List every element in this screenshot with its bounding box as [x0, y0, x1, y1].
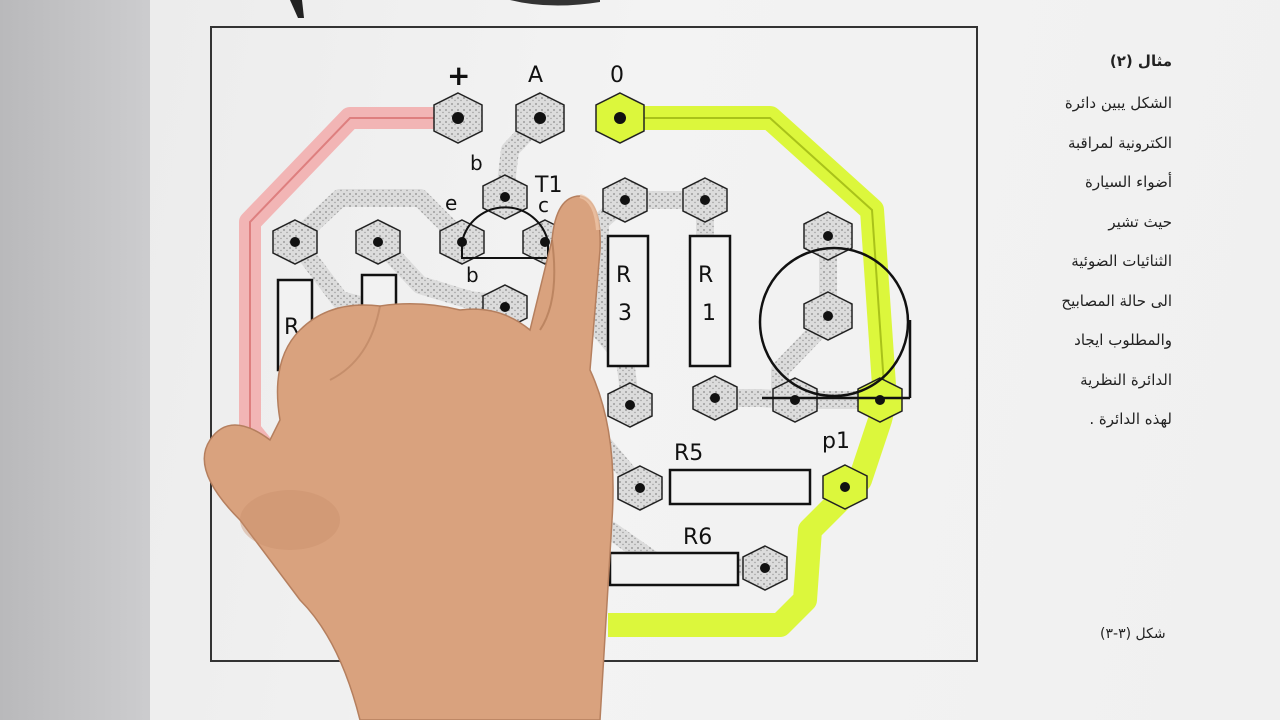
figure-caption: شكل (٣-٣)	[1100, 626, 1166, 642]
description-line: أضواء السيارة	[1085, 173, 1172, 191]
pointing-hand	[203, 194, 614, 720]
terminal-a-label: A	[528, 63, 543, 88]
description-line: لهذه الدائرة .	[1089, 410, 1172, 428]
description-line: الكترونية لمراقبة	[1067, 133, 1172, 152]
transistor-t1-outline	[461, 206, 549, 259]
pin-b-top-label: b	[470, 151, 483, 175]
resistor-r5-label: R5	[674, 441, 703, 466]
pin-b-mid-label: b	[466, 263, 479, 287]
pin-c-top-label: c	[538, 193, 549, 217]
resistor-left-label: R	[284, 315, 299, 340]
terminal-plus-label: +	[447, 59, 470, 92]
potentiometer-p1-label: p1	[822, 429, 850, 454]
transistor-t1-label: T1	[534, 173, 562, 198]
paper-shadow	[0, 0, 170, 720]
pin-e-label: e	[445, 191, 457, 215]
description-line: الى حالة المصابيح	[1061, 291, 1172, 310]
example-title: مثال (٢)	[1109, 52, 1172, 70]
description-line: حيث تشير	[1108, 212, 1172, 231]
description-line: الثنائيات الضوئية	[1071, 252, 1172, 270]
terminal-zero-label: 0	[610, 63, 624, 88]
description-line: والمطلوب ايجاد	[1074, 331, 1172, 349]
resistor-r1-label-bottom: 1	[702, 301, 716, 326]
description-line: الدائرة النظرية	[1080, 370, 1172, 389]
resistor-r3-label-top: R	[616, 263, 631, 288]
resistor-r6-label: R6	[683, 525, 712, 550]
resistor-r3-label-bottom: 3	[618, 301, 632, 326]
top-ink-mark	[290, 0, 600, 18]
description-line: الشكل يبين دائرة	[1064, 94, 1172, 112]
photodiode-circle	[758, 246, 910, 398]
arabic-description: مثال (٢) الشكل يبين دائرة الكترونية لمرا…	[972, 52, 1172, 440]
resistor-r1-label-top: R	[698, 263, 713, 288]
